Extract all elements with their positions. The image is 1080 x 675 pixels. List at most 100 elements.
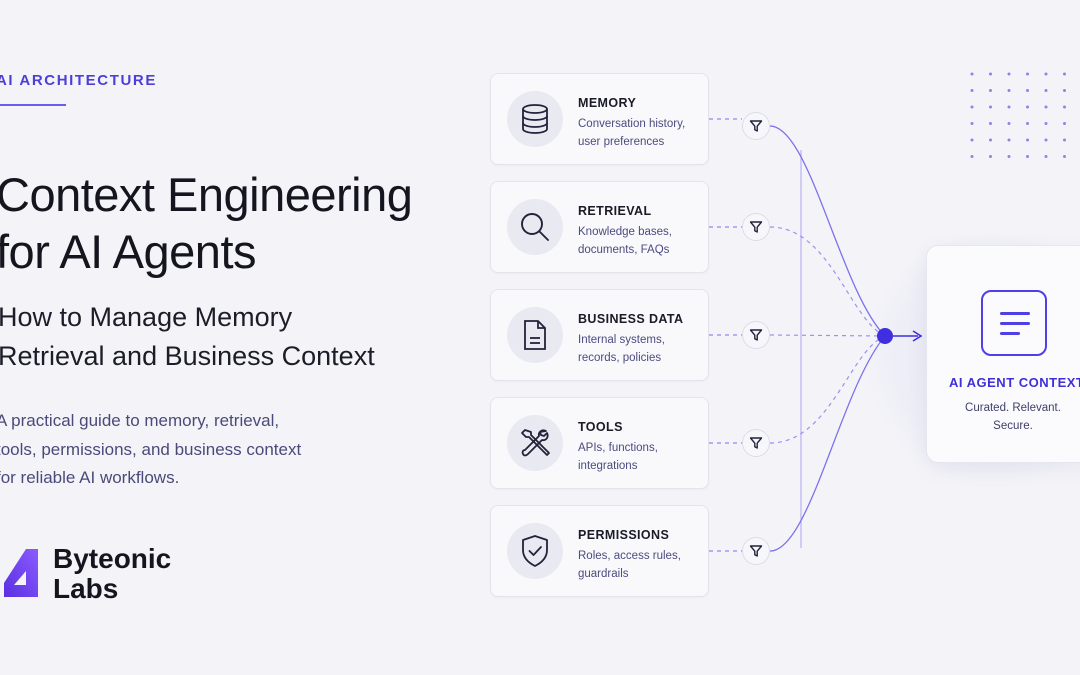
target-card-ai-agent-context: AI AGENT CONTEXT Curated. Relevant. Secu… bbox=[926, 245, 1080, 463]
shield-check-icon bbox=[522, 535, 548, 567]
target-description: Curated. Relevant. Secure. bbox=[953, 399, 1073, 435]
decorative-dot bbox=[1007, 105, 1011, 109]
filter-node-permissions bbox=[742, 537, 770, 565]
decorative-dot bbox=[1026, 89, 1029, 92]
source-description: APIs, functions, integrations bbox=[578, 439, 703, 475]
decorative-dot bbox=[989, 155, 992, 158]
decorative-dot bbox=[1063, 122, 1066, 125]
merge-hub-node bbox=[877, 328, 893, 344]
filter-node-memory bbox=[742, 112, 770, 140]
eyebrow-label: AI ARCHITECTURE bbox=[0, 72, 157, 89]
tools-icon bbox=[521, 429, 550, 457]
decorative-dot bbox=[1063, 138, 1066, 142]
decorative-dot bbox=[1007, 138, 1011, 142]
subtitle-line-1: How to Manage Memory bbox=[0, 302, 293, 332]
document-lines-icon bbox=[981, 290, 1047, 356]
source-desc-line: records, policies bbox=[578, 352, 662, 364]
decorative-dot bbox=[970, 138, 974, 142]
icon-badge bbox=[507, 307, 563, 363]
decorative-dot bbox=[1007, 122, 1011, 125]
source-title: PERMISSIONS bbox=[578, 528, 670, 542]
filter-funnel-icon bbox=[749, 329, 763, 341]
decorative-dot bbox=[989, 105, 992, 109]
decorative-dot bbox=[970, 105, 974, 109]
title-line-1: Context Engineering bbox=[0, 168, 413, 221]
source-card-business-data: BUSINESS DATA Internal systems, records,… bbox=[490, 289, 709, 381]
decorative-dot bbox=[1007, 155, 1011, 158]
target-desc-line: Secure. bbox=[993, 420, 1033, 432]
decorative-dot bbox=[1007, 72, 1011, 76]
source-desc-line: integrations bbox=[578, 460, 638, 472]
decorative-dot bbox=[1026, 122, 1029, 125]
decorative-dot bbox=[989, 122, 992, 125]
title-line-2: for AI Agents bbox=[0, 225, 257, 278]
source-description: Knowledge bases, documents, FAQs bbox=[578, 223, 703, 259]
decorative-dot bbox=[1044, 138, 1048, 142]
icon-badge bbox=[507, 91, 563, 147]
description: A practical guide to memory, retrieval, … bbox=[0, 407, 376, 493]
target-desc-line: Curated. Relevant. bbox=[965, 402, 1061, 414]
source-desc-line: documents, FAQs bbox=[578, 244, 670, 256]
subtitle-line-2: Retrieval and Business Context bbox=[0, 341, 375, 371]
decorative-dot bbox=[1063, 105, 1066, 109]
brand-name: Byteonic Labs bbox=[53, 544, 171, 604]
decorative-dot bbox=[1063, 72, 1066, 76]
icon-badge bbox=[507, 415, 563, 471]
source-description: Internal systems, records, policies bbox=[578, 331, 703, 367]
brand-line-1: Byteonic bbox=[53, 543, 172, 574]
source-desc-line: APIs, functions, bbox=[578, 442, 658, 454]
decorative-dot bbox=[1044, 122, 1048, 125]
decorative-dot bbox=[970, 155, 974, 158]
source-desc-line: Knowledge bases, bbox=[578, 226, 672, 238]
filter-funnel-icon bbox=[749, 120, 763, 132]
decorative-dot bbox=[1026, 105, 1029, 109]
source-desc-line: guardrails bbox=[578, 568, 629, 580]
decorative-dot-grid bbox=[970, 72, 1066, 158]
source-title: RETRIEVAL bbox=[578, 204, 652, 218]
decorative-dot bbox=[1026, 155, 1029, 158]
target-title: AI AGENT CONTEXT bbox=[949, 375, 1080, 390]
filter-funnel-icon bbox=[749, 545, 763, 557]
filter-funnel-icon bbox=[749, 221, 763, 233]
decorative-dot bbox=[1007, 89, 1011, 92]
decorative-dot bbox=[1063, 89, 1066, 92]
source-description: Roles, access rules, guardrails bbox=[578, 547, 703, 583]
source-desc-line: user preferences bbox=[578, 136, 665, 148]
decorative-dot bbox=[1044, 89, 1048, 92]
source-title: BUSINESS DATA bbox=[578, 312, 684, 326]
description-line-3: for reliable AI workflows. bbox=[0, 468, 180, 487]
decorative-dot bbox=[1026, 72, 1029, 76]
filter-node-retrieval bbox=[742, 213, 770, 241]
decorative-dot bbox=[970, 72, 974, 76]
decorative-dot bbox=[1044, 105, 1048, 109]
source-card-retrieval: RETRIEVAL Knowledge bases, documents, FA… bbox=[490, 181, 709, 273]
source-description: Conversation history, user preferences bbox=[578, 115, 703, 151]
decorative-dot bbox=[970, 89, 974, 92]
description-line-1: A practical guide to memory, retrieval, bbox=[0, 411, 280, 430]
filter-funnel-icon bbox=[749, 437, 763, 449]
source-desc-line: Roles, access rules, bbox=[578, 550, 681, 562]
filter-node-tools bbox=[742, 429, 770, 457]
decorative-dot bbox=[1044, 72, 1048, 76]
decorative-dot bbox=[1063, 155, 1066, 158]
icon-badge bbox=[507, 199, 563, 255]
source-desc-line: Conversation history, bbox=[578, 118, 686, 130]
filter-node-business-data bbox=[742, 321, 770, 349]
source-desc-line: Internal systems, bbox=[578, 334, 665, 346]
source-title: MEMORY bbox=[578, 96, 637, 110]
page-subtitle: How to Manage Memory Retrieval and Busin… bbox=[0, 298, 468, 376]
source-card-permissions: PERMISSIONS Roles, access rules, guardra… bbox=[490, 505, 709, 597]
brand-line-2: Labs bbox=[53, 573, 119, 604]
decorative-dot bbox=[989, 89, 992, 92]
source-title: TOOLS bbox=[578, 420, 623, 434]
decorative-dot bbox=[970, 122, 974, 125]
database-icon bbox=[522, 104, 548, 134]
icon-badge bbox=[507, 523, 563, 579]
description-line-2: tools, permissions, and business context bbox=[0, 439, 302, 459]
decorative-dot bbox=[989, 138, 992, 142]
brand-logo-icon bbox=[4, 549, 38, 597]
document-icon bbox=[524, 320, 546, 350]
page-title: Context Engineering for AI Agents bbox=[0, 166, 476, 280]
